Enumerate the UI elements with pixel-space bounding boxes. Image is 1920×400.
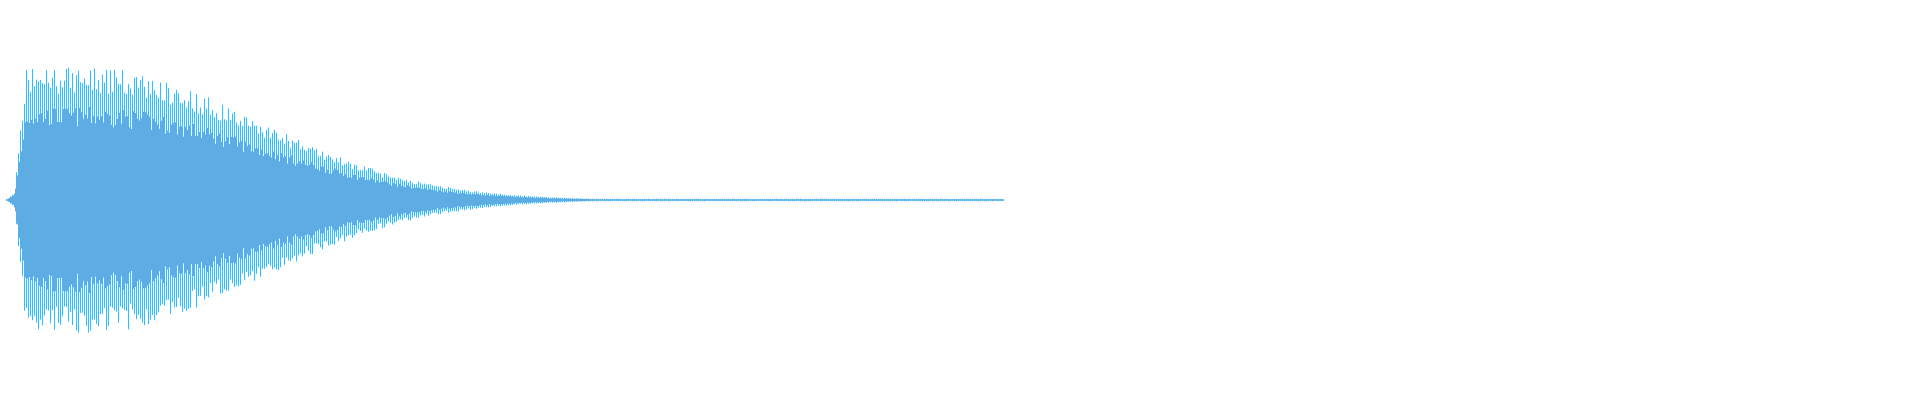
waveform-peaks bbox=[6, 67, 1003, 333]
